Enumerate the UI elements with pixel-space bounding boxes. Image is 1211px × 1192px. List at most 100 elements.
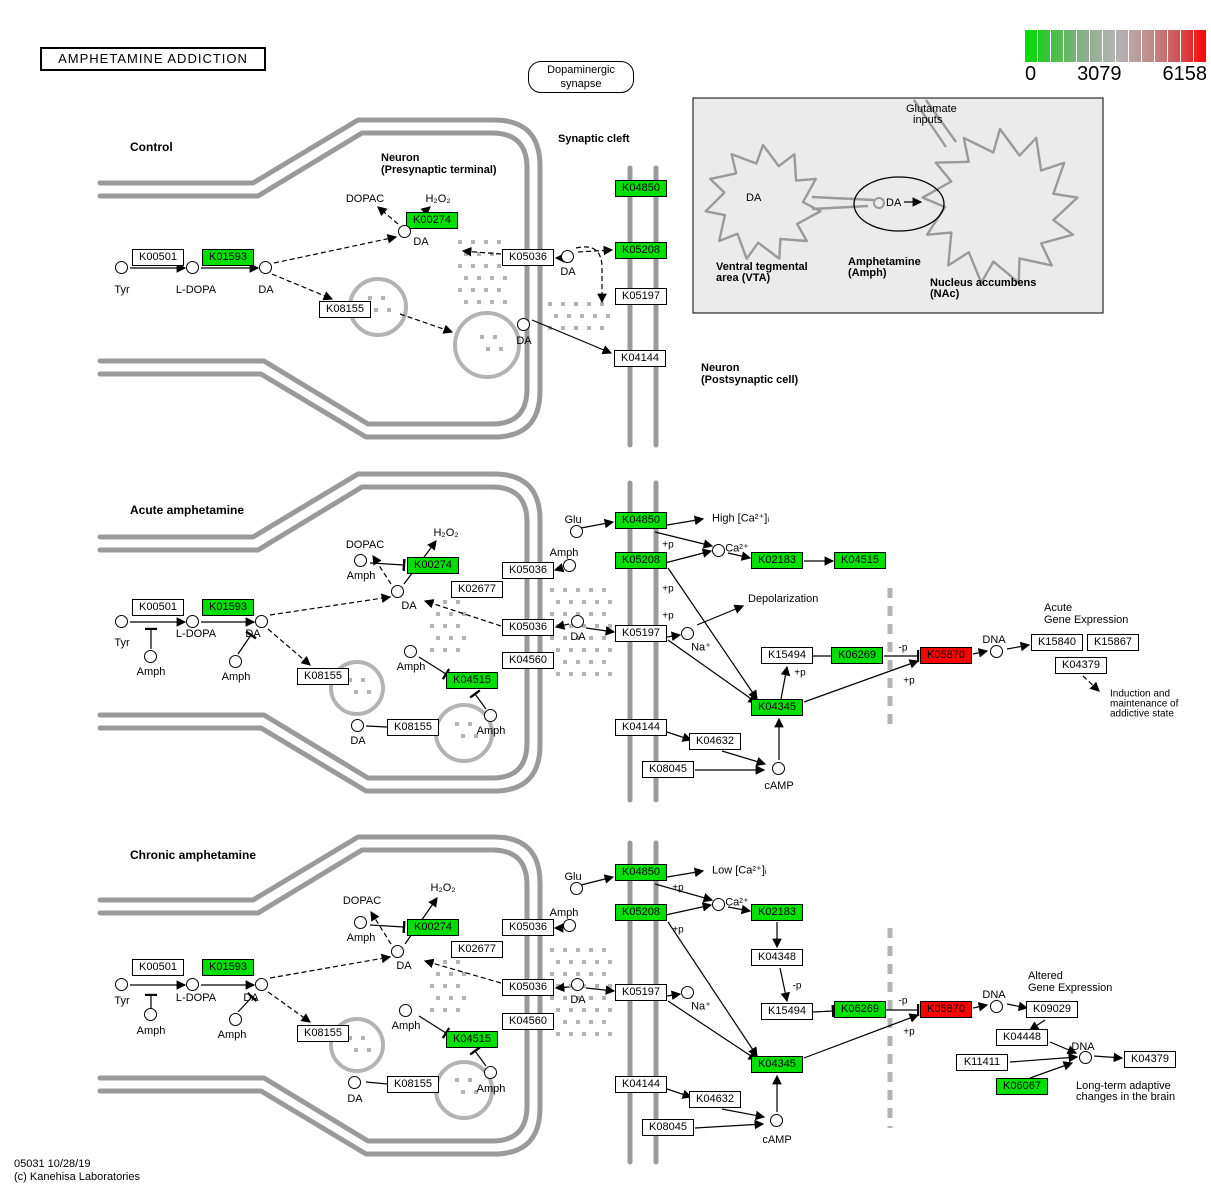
gene-box-k00274[interactable]: K00274 [406,212,458,229]
gene-box-k05036[interactable]: K05036 [502,562,554,579]
gene-box-k04850[interactable]: K04850 [615,864,667,881]
compound-circle[interactable] [712,898,725,911]
gene-box-k05870[interactable]: K05870 [920,647,972,664]
gene-box-k08155[interactable]: K08155 [387,719,439,736]
gene-box-k02677[interactable]: K02677 [451,581,503,598]
compound-circle[interactable] [144,1008,157,1021]
compound-circle[interactable] [255,978,268,991]
compound-circle[interactable] [561,250,574,263]
gene-box-k15494[interactable]: K15494 [761,1003,813,1020]
compound-circle[interactable] [570,525,583,538]
gene-box-k01593[interactable]: K01593 [202,959,254,976]
gene-box-k05036[interactable]: K05036 [502,979,554,996]
compound-circle[interactable] [391,585,404,598]
compound-circle[interactable] [229,655,242,668]
gene-box-k05197[interactable]: K05197 [615,984,667,1001]
gene-box-k15867[interactable]: K15867 [1087,634,1139,651]
compound-circle[interactable] [348,1076,361,1089]
compound-circle[interactable] [255,615,268,628]
gene-box-k04515[interactable]: K04515 [446,672,498,689]
compound-circle[interactable] [259,261,272,274]
gene-box-k00274[interactable]: K00274 [407,557,459,574]
compound-circle[interactable] [770,1114,783,1127]
gene-box-k08155[interactable]: K08155 [297,1025,349,1042]
gene-box-k08155[interactable]: K08155 [297,668,349,685]
gene-box-k02677[interactable]: K02677 [451,941,503,958]
compound-circle[interactable] [570,882,583,895]
dopaminergic-synapse-link[interactable]: Dopaminergic synapse [528,61,634,93]
compound-circle[interactable] [772,762,785,775]
gene-box-k04345[interactable]: K04345 [751,1056,803,1073]
gene-box-k04379[interactable]: K04379 [1055,657,1107,674]
gene-box-k04850[interactable]: K04850 [615,512,667,529]
gene-box-k00501[interactable]: K00501 [132,249,184,266]
compound-circle[interactable] [354,916,367,929]
compound-circle[interactable] [571,615,584,628]
gene-box-k15494[interactable]: K15494 [761,647,813,664]
compound-circle[interactable] [186,615,199,628]
compound-circle[interactable] [563,559,576,572]
gene-box-k06269[interactable]: K06269 [834,1001,886,1018]
compound-circle[interactable] [571,978,584,991]
compound-circle[interactable] [115,615,128,628]
gene-box-k04560[interactable]: K04560 [502,1013,554,1030]
gene-box-k15840[interactable]: K15840 [1031,634,1083,651]
compound-circle[interactable] [399,1004,412,1017]
gene-box-k04345[interactable]: K04345 [751,699,803,716]
gene-box-k04850[interactable]: K04850 [615,180,667,197]
gene-box-k02183[interactable]: K02183 [751,904,803,921]
compound-circle[interactable] [712,544,725,557]
gene-box-k05197[interactable]: K05197 [615,288,667,305]
gene-box-k08045[interactable]: K08045 [642,761,694,778]
gene-box-k00501[interactable]: K00501 [132,599,184,616]
compound-circle[interactable] [681,986,694,999]
gene-box-k05208[interactable]: K05208 [615,552,667,569]
gene-box-k04348[interactable]: K04348 [751,949,803,966]
gene-box-k05870[interactable]: K05870 [920,1001,972,1018]
gene-box-k04560[interactable]: K04560 [502,652,554,669]
compound-circle[interactable] [484,1066,497,1079]
gene-box-k04379[interactable]: K04379 [1124,1051,1176,1068]
compound-circle[interactable] [351,719,364,732]
compound-circle[interactable] [681,627,694,640]
gene-box-k05036[interactable]: K05036 [502,619,554,636]
gene-box-k04632[interactable]: K04632 [689,733,741,750]
compound-circle[interactable] [144,650,157,663]
compound-circle[interactable] [517,318,530,331]
gene-box-k09029[interactable]: K09029 [1026,1001,1078,1018]
compound-circle[interactable] [115,978,128,991]
compound-circle[interactable] [186,261,199,274]
gene-box-k05036[interactable]: K05036 [502,919,554,936]
gene-box-k05197[interactable]: K05197 [615,625,667,642]
compound-circle[interactable] [1079,1051,1092,1064]
gene-box-k08155[interactable]: K08155 [387,1076,439,1093]
compound-circle[interactable] [354,554,367,567]
compound-circle[interactable] [563,919,576,932]
compound-circle[interactable] [115,261,128,274]
gene-box-k08155[interactable]: K08155 [319,301,371,318]
gene-box-k05208[interactable]: K05208 [615,242,667,259]
gene-box-k04144[interactable]: K04144 [614,350,666,367]
gene-box-k11411[interactable]: K11411 [956,1054,1008,1071]
compound-circle[interactable] [990,1000,1003,1013]
gene-box-k01593[interactable]: K01593 [202,249,254,266]
compound-circle[interactable] [404,645,417,658]
gene-box-k08045[interactable]: K08045 [642,1119,694,1136]
gene-box-k05208[interactable]: K05208 [615,904,667,921]
gene-box-k04448[interactable]: K04448 [996,1029,1048,1046]
gene-box-k04515[interactable]: K04515 [446,1031,498,1048]
compound-circle[interactable] [398,225,411,238]
gene-box-k04144[interactable]: K04144 [615,1076,667,1093]
gene-box-k05036[interactable]: K05036 [502,249,554,266]
gene-box-k01593[interactable]: K01593 [202,599,254,616]
gene-box-k04144[interactable]: K04144 [615,719,667,736]
compound-circle[interactable] [229,1013,242,1026]
compound-circle[interactable] [484,709,497,722]
gene-box-k02183[interactable]: K02183 [751,552,803,569]
gene-box-k06067[interactable]: K06067 [996,1078,1048,1095]
gene-box-k06269[interactable]: K06269 [831,647,883,664]
gene-box-k04632[interactable]: K04632 [689,1091,741,1108]
gene-box-k04515[interactable]: K04515 [834,552,886,569]
gene-box-k00274[interactable]: K00274 [407,919,459,936]
gene-box-k00501[interactable]: K00501 [132,959,184,976]
